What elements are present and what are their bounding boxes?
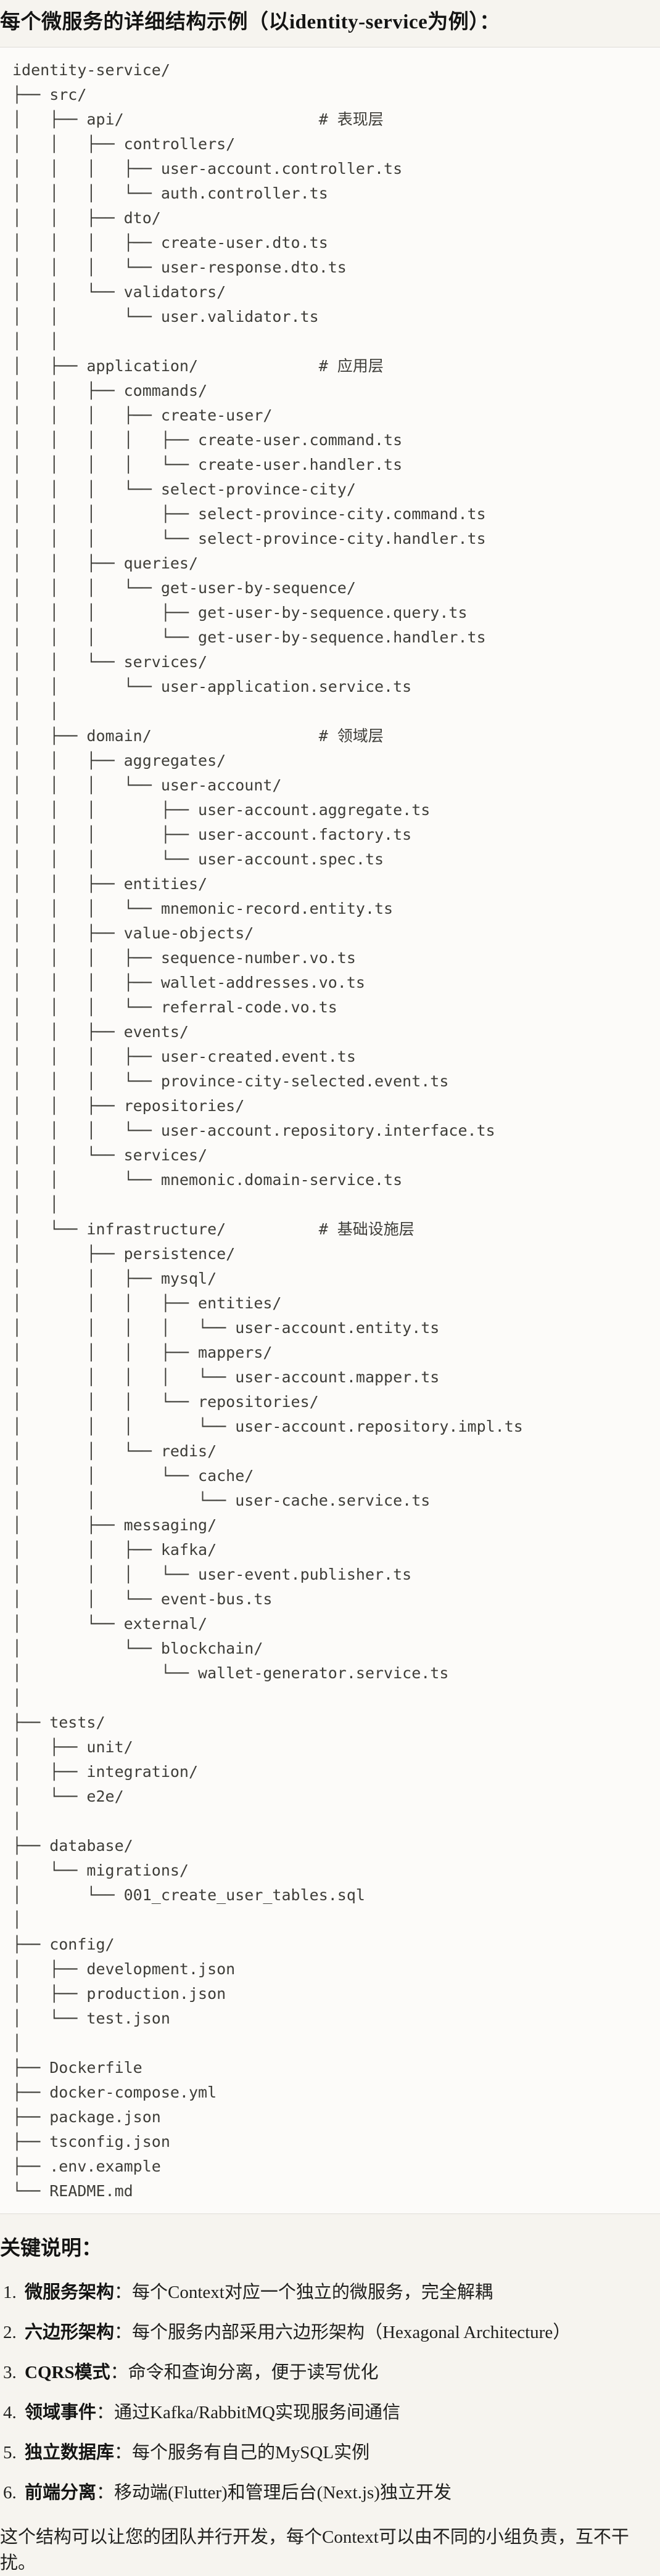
list-item: 3. CQRS模式：命令和查询分离，便于读写优化 [0, 2360, 660, 2385]
list-item-number: 4. [3, 2403, 17, 2422]
file-tree: identity-service/ ├── src/ │ ├── api/ # … [12, 61, 523, 2200]
code-block: identity-service/ ├── src/ │ ├── api/ # … [0, 47, 660, 2214]
list-item-term: 领域事件 [25, 2403, 97, 2422]
list-item-text: ：移动端(Flutter)和管理后台(Next.js)独立开发 [96, 2483, 452, 2503]
page-title: 每个微服务的详细结构示例（以identity-service为例）： [0, 11, 500, 33]
list-item-text: ：通过Kafka/RabbitMQ实现服务间通信 [96, 2403, 400, 2422]
list-item: 4. 领域事件：通过Kafka/RabbitMQ实现服务间通信 [0, 2400, 660, 2426]
list-item-number: 1. [3, 2283, 17, 2302]
list-item-term: 前端分离 [25, 2483, 97, 2503]
list-item-number: 2. [3, 2323, 17, 2342]
list-item-term: 独立数据库 [25, 2443, 115, 2463]
list-item: 2. 六边形架构：每个服务内部采用六边形架构（Hexagonal Architec… [0, 2320, 660, 2345]
list-item-term: 微服务架构 [25, 2283, 115, 2302]
list-item-term: CQRS模式 [25, 2363, 110, 2382]
list-item-text: ：每个Context对应一个独立的微服务，完全解耦 [114, 2283, 493, 2302]
list-item-text: ：每个服务内部采用六边形架构（Hexagonal Architecture） [114, 2323, 571, 2342]
key-points-list: 1. 微服务架构：每个Context对应一个独立的微服务，完全解耦 2. 六边形架构… [0, 2279, 660, 2506]
list-item-number: 3. [3, 2363, 17, 2382]
list-item-number: 6. [3, 2483, 17, 2503]
list-item-text: ：命令和查询分离，便于读写优化 [110, 2363, 379, 2382]
closing-paragraph: 这个结构可以让您的团队并行开发，每个Context可以由不同的小组负责，互不干扰… [0, 2527, 629, 2573]
list-item-text: ：每个服务有自己的MySQL实例 [114, 2443, 370, 2463]
list-item-term: 六边形架构 [25, 2323, 115, 2342]
key-notes-heading: 关键说明： [0, 2238, 102, 2260]
list-item: 5. 独立数据库：每个服务有自己的MySQL实例 [0, 2440, 660, 2466]
list-item: 6. 前端分离：移动端(Flutter)和管理后台(Next.js)独立开发 [0, 2480, 660, 2506]
list-item-number: 5. [3, 2443, 17, 2463]
list-item: 1. 微服务架构：每个Context对应一个独立的微服务，完全解耦 [0, 2279, 660, 2305]
